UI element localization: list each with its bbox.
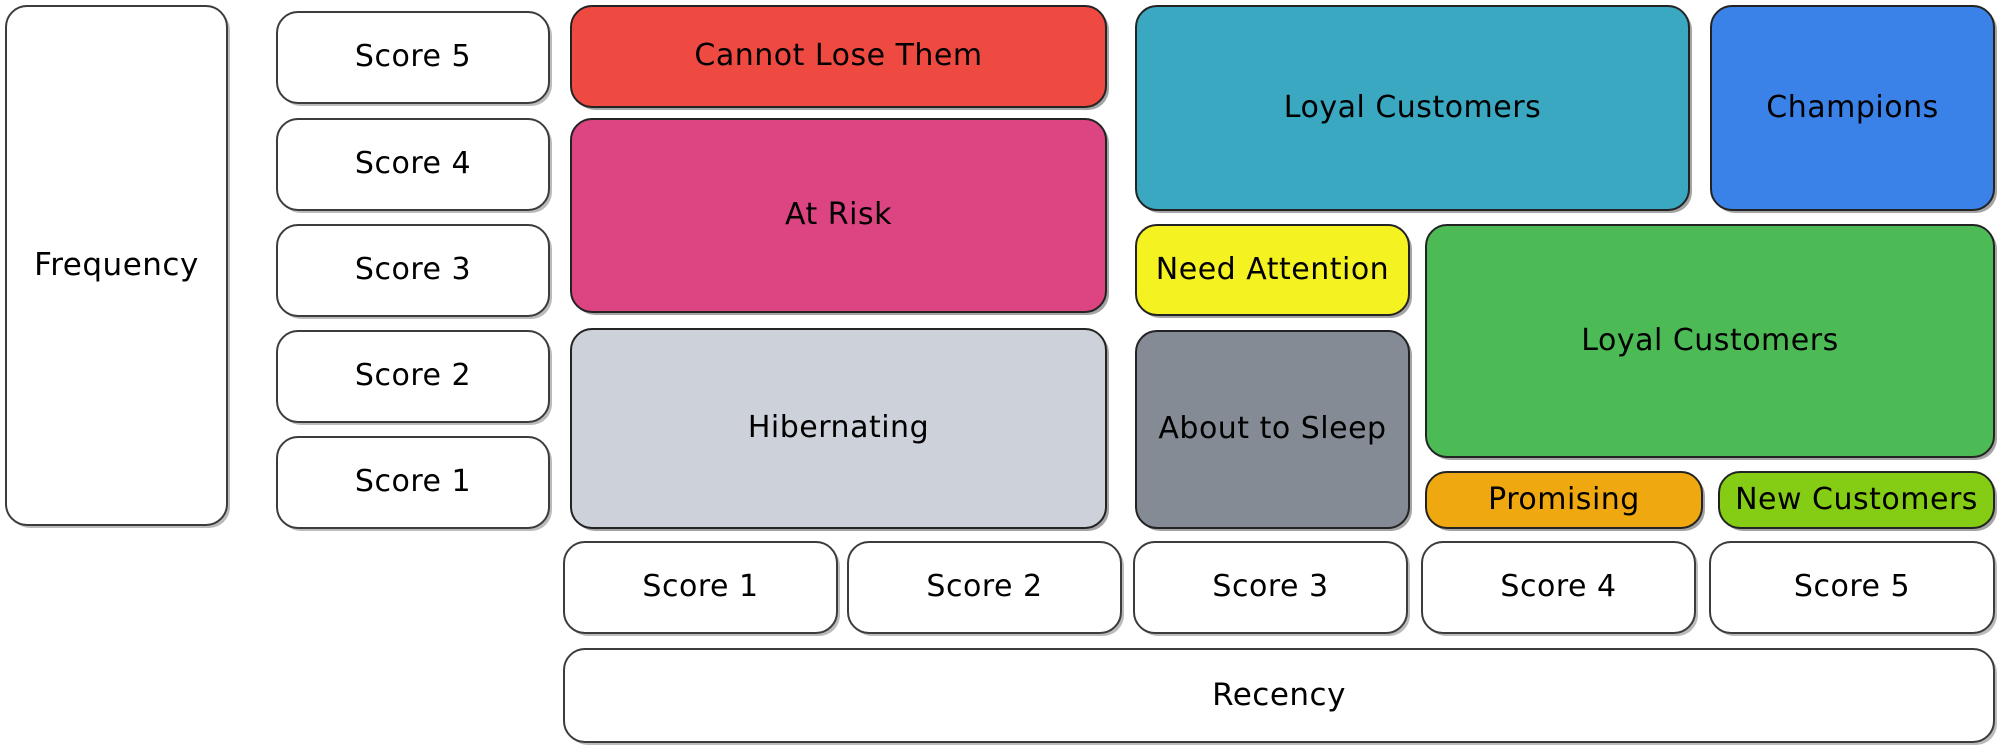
segment-promising[interactable]: Promising (1425, 471, 1703, 529)
segment-hibernating[interactable]: Hibernating (570, 328, 1107, 529)
segment-hibernating-label: Hibernating (747, 410, 930, 446)
frequency-score-4[interactable]: Score 4 (276, 118, 550, 211)
frequency-score-3[interactable]: Score 3 (276, 224, 550, 317)
frequency-score-1[interactable]: Score 1 (276, 436, 550, 529)
segment-cannot-lose-them-label: Cannot Lose Them (694, 38, 983, 74)
recency-score-3-label: Score 3 (1212, 569, 1329, 605)
frequency-score-5[interactable]: Score 5 (276, 11, 550, 104)
segment-about-to-sleep-label: About to Sleep (1158, 411, 1387, 447)
recency-score-3[interactable]: Score 3 (1133, 541, 1408, 634)
segment-promising-label: Promising (1488, 481, 1640, 517)
frequency-score-2-label: Score 2 (354, 358, 472, 394)
frequency-axis-label: Frequency (5, 5, 228, 526)
frequency-score-1-label: Score 1 (354, 464, 472, 500)
segment-champions-label: Champions (1766, 89, 1939, 125)
recency-score-2[interactable]: Score 2 (847, 541, 1122, 634)
frequency-score-5-label: Score 5 (354, 39, 472, 75)
recency-score-1-label: Score 1 (642, 569, 759, 605)
frequency-score-4-label: Score 4 (354, 146, 472, 182)
recency-score-5[interactable]: Score 5 (1709, 541, 1995, 634)
segment-about-to-sleep[interactable]: About to Sleep (1135, 330, 1410, 529)
recency-axis-label: Recency (563, 648, 1995, 743)
segment-at-risk-label: At Risk (785, 197, 892, 233)
frequency-axis-text: Frequency (34, 246, 199, 283)
segment-need-attention-label: Need Attention (1155, 251, 1390, 287)
segment-loyal-customers-teal-label: Loyal Customers (1283, 89, 1542, 125)
segment-champions[interactable]: Champions (1710, 5, 1995, 211)
segment-cannot-lose-them[interactable]: Cannot Lose Them (570, 5, 1107, 108)
frequency-score-2[interactable]: Score 2 (276, 330, 550, 423)
segment-loyal-customers-teal[interactable]: Loyal Customers (1135, 5, 1690, 211)
recency-axis-text: Recency (1212, 676, 1346, 713)
segment-loyal-customers-green-label: Loyal Customers (1581, 322, 1839, 358)
segment-loyal-customers-green[interactable]: Loyal Customers (1425, 224, 1995, 458)
recency-score-1[interactable]: Score 1 (563, 541, 838, 634)
segment-need-attention[interactable]: Need Attention (1135, 224, 1410, 316)
segment-at-risk[interactable]: At Risk (570, 118, 1107, 313)
recency-score-5-label: Score 5 (1793, 569, 1911, 605)
segment-new-customers-label: New Customers (1735, 481, 1978, 517)
segment-new-customers[interactable]: New Customers (1718, 471, 1995, 529)
recency-score-4-label: Score 4 (1500, 569, 1617, 605)
recency-score-4[interactable]: Score 4 (1421, 541, 1696, 634)
recency-score-2-label: Score 2 (926, 569, 1043, 605)
frequency-score-3-label: Score 3 (354, 252, 472, 288)
